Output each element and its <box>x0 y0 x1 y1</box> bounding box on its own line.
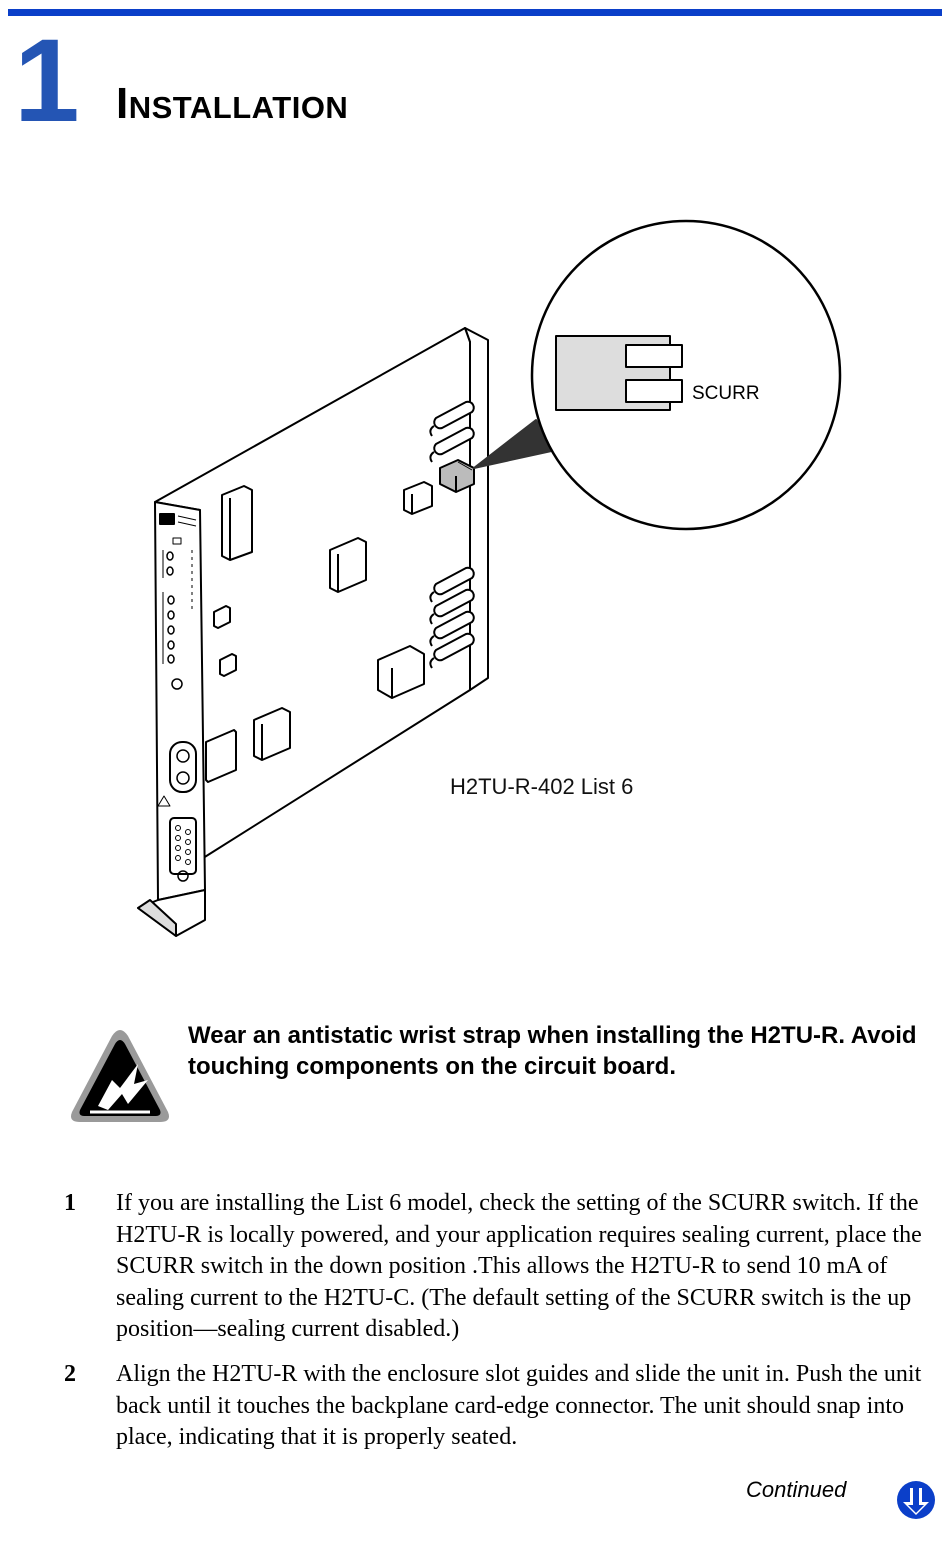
scurr-callout-label: SCURR <box>692 383 760 404</box>
step-number: 2 <box>64 1361 76 1387</box>
figure-caption: H2TU-R-402 List 6 <box>450 774 634 799</box>
circuit-card-illustration: SCURR <box>137 219 842 937</box>
chapter-number: 1 <box>14 15 80 147</box>
chapter-title: Installation <box>116 79 349 128</box>
step-text: Align the H2TU-R with the enclosure slot… <box>116 1361 922 1450</box>
esd-warning-text: Wear an antistatic wrist strap when inst… <box>188 1022 917 1080</box>
step-text: If you are installing the List 6 model, … <box>116 1190 922 1342</box>
top-rule <box>8 9 942 16</box>
step-number: 1 <box>64 1190 76 1216</box>
continued-label: Continued <box>746 1477 847 1502</box>
esd-warning-icon <box>71 1030 169 1122</box>
arrow-down-icon[interactable] <box>896 1480 936 1520</box>
